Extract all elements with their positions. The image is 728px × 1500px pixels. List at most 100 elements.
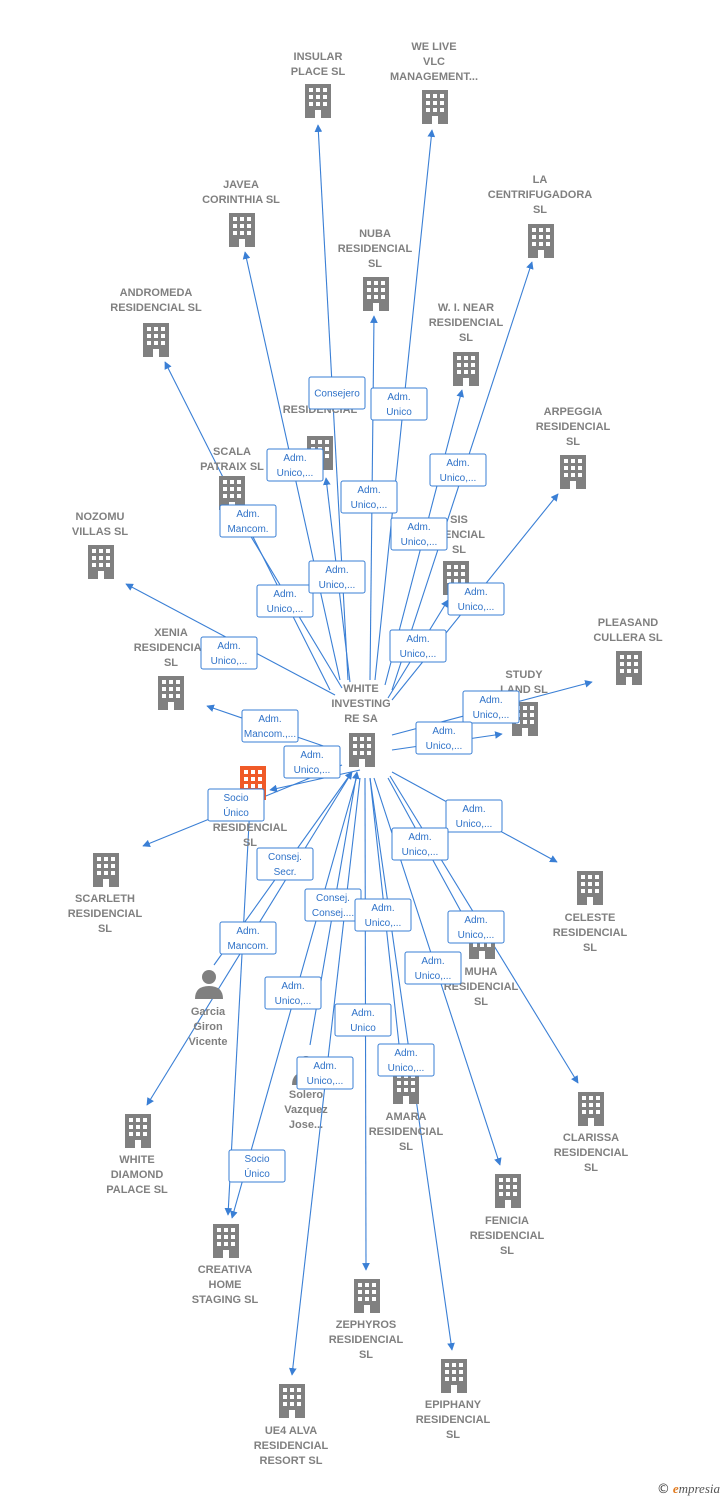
node-label[interactable]: SL (368, 258, 382, 270)
node-label[interactable]: LA (533, 174, 548, 186)
node-label[interactable]: STUDY (505, 669, 543, 681)
node-label[interactable]: RESIDENCIAL (338, 243, 413, 255)
edge-label-white_investing-scarleth[interactable]: Adm.Unico,... (445, 799, 503, 833)
building-icon[interactable] (125, 1114, 151, 1148)
node-label[interactable]: SIS (450, 514, 468, 526)
node-label[interactable]: RESIDENCIAL (536, 421, 611, 433)
edge-label-white_investing-white_diamond[interactable]: Adm.Mancom. (219, 921, 277, 955)
node-label[interactable]: CENTRIFUGADORA (488, 189, 593, 201)
node-label[interactable]: INSULAR (294, 51, 343, 63)
edge-label-white_investing-amara[interactable]: Adm.Unico,... (354, 898, 412, 932)
edge-label-white_investing-g_res[interactable]: Adm.Unico,... (308, 560, 366, 594)
node-label[interactable]: DIAMOND (111, 1169, 164, 1181)
node-label[interactable]: HOME (209, 1279, 242, 1291)
building-icon[interactable] (305, 84, 331, 118)
node-label[interactable]: Vazquez (284, 1104, 328, 1116)
node-label[interactable]: Jose... (289, 1119, 323, 1131)
node-label[interactable]: WE LIVE (411, 41, 456, 53)
node-label[interactable]: PALACE SL (106, 1184, 168, 1196)
edge-label-white_investing-creativa[interactable]: Adm.Unico,... (264, 976, 322, 1010)
node-label[interactable]: WHITE (343, 683, 378, 695)
edge-label-white_investing-scala[interactable]: Adm.Mancom. (219, 504, 277, 538)
edge-label-white_investing-xenia[interactable]: Adm.Mancom.,... (241, 709, 299, 743)
node-label[interactable]: WHITE (119, 1154, 154, 1166)
node-label[interactable]: SL (474, 996, 488, 1008)
node-celeste[interactable]: CELESTE RESIDENCIAL SL (553, 871, 628, 954)
node-label[interactable]: RESIDENCIAL (329, 1334, 404, 1346)
node-label[interactable]: RESIDENCIAL (429, 317, 504, 329)
node-label[interactable]: RESIDENCIAL (554, 1147, 629, 1159)
node-andromeda[interactable]: ANDROMEDA RESIDENCIAL SL (110, 287, 202, 357)
node-welive[interactable]: WE LIVE VLC MANAGEMENT... (390, 41, 478, 124)
edge-label-white_investing-celeste[interactable]: Adm.Unico,... (391, 827, 449, 861)
node-label[interactable]: STAGING SL (192, 1294, 259, 1306)
node-label[interactable]: RESIDENCIAL (444, 981, 519, 993)
node-label[interactable]: W. I. NEAR (438, 302, 494, 314)
edge-label-white_investing-arpeggia[interactable]: Adm.Unico,... (447, 582, 505, 616)
node-label[interactable]: ANDROMEDA (120, 287, 193, 299)
node-label[interactable]: PLEASAND (598, 617, 659, 629)
node-label[interactable]: CELESTE (565, 912, 616, 924)
node-label[interactable]: UE4 ALVA (265, 1425, 317, 1437)
edge-label-white_investing-welive[interactable]: Adm.Unico (370, 387, 428, 421)
building-icon[interactable] (158, 676, 184, 710)
node-label[interactable]: FENICIA (485, 1215, 529, 1227)
building-icon[interactable] (279, 1384, 305, 1418)
building-icon[interactable] (143, 323, 169, 357)
edge-label-white_investing-andromeda[interactable]: Adm.Unico,... (256, 584, 314, 618)
edge-label-white_investing-winear[interactable]: Adm.Unico,... (390, 517, 448, 551)
node-label[interactable]: RESIDENCIAL (553, 927, 628, 939)
node-label[interactable]: MUHA (465, 966, 498, 978)
edge-label-white_investing-fenicia[interactable]: Adm.Unico,... (377, 1043, 435, 1077)
node-label[interactable]: NUBA (359, 228, 391, 240)
node-label[interactable]: PATRAIX SL (200, 461, 264, 473)
node-label[interactable]: JAVEA (223, 179, 259, 191)
edge-label-white_investing-epiphany[interactable]: Adm.Unico,... (296, 1056, 354, 1090)
node-label[interactable]: Garcia (191, 1006, 226, 1018)
node-label[interactable]: INVESTING (331, 698, 390, 710)
building-icon[interactable] (213, 1224, 239, 1258)
node-label[interactable]: SL (500, 1245, 514, 1257)
building-icon[interactable] (528, 224, 554, 258)
node-label[interactable]: ARPEGGIA (544, 406, 603, 418)
building-icon[interactable] (560, 455, 586, 489)
building-icon[interactable] (93, 853, 119, 887)
node-label[interactable]: RESIDENCIAL SL (110, 302, 202, 314)
building-icon[interactable] (495, 1174, 521, 1208)
node-white_diamond[interactable]: WHITE DIAMOND PALACE SL (106, 1114, 168, 1196)
node-label[interactable]: SCARLETH (75, 893, 135, 905)
node-label[interactable]: AMARA (386, 1111, 427, 1123)
node-label[interactable]: Giron (193, 1021, 223, 1033)
node-label[interactable]: SL (399, 1141, 413, 1153)
empresia-logo[interactable]: ©empresia (657, 1481, 720, 1497)
node-label[interactable]: SL (583, 942, 597, 954)
building-icon[interactable] (354, 1279, 380, 1313)
node-label[interactable]: SL (359, 1349, 373, 1361)
node-label[interactable]: MANAGEMENT... (390, 71, 478, 83)
node-muha[interactable]: MUHA RESIDENCIAL SL (444, 925, 519, 1008)
building-icon[interactable] (616, 651, 642, 685)
node-label[interactable]: XENIA (154, 627, 188, 639)
building-icon[interactable] (229, 213, 255, 247)
node-label[interactable]: VILLAS SL (72, 526, 129, 538)
node-label[interactable]: SL (459, 332, 473, 344)
building-icon[interactable] (453, 352, 479, 386)
node-solero[interactable]: SoleroVazquezJose... (284, 1056, 328, 1131)
edge-label-garcia-white_investing[interactable]: Consej.Secr. (256, 847, 314, 881)
edge-label-white_investing-pleasand[interactable]: Adm.Unico,... (462, 690, 520, 724)
node-label[interactable]: VLC (423, 56, 445, 68)
node-label[interactable]: CREATIVA (198, 1264, 253, 1276)
edge-label-white_investing-nuba[interactable]: Adm.Unico,... (340, 480, 398, 514)
edge-label-white_investing-study[interactable]: Adm.Unico,... (415, 721, 473, 755)
building-icon[interactable] (441, 1359, 467, 1393)
